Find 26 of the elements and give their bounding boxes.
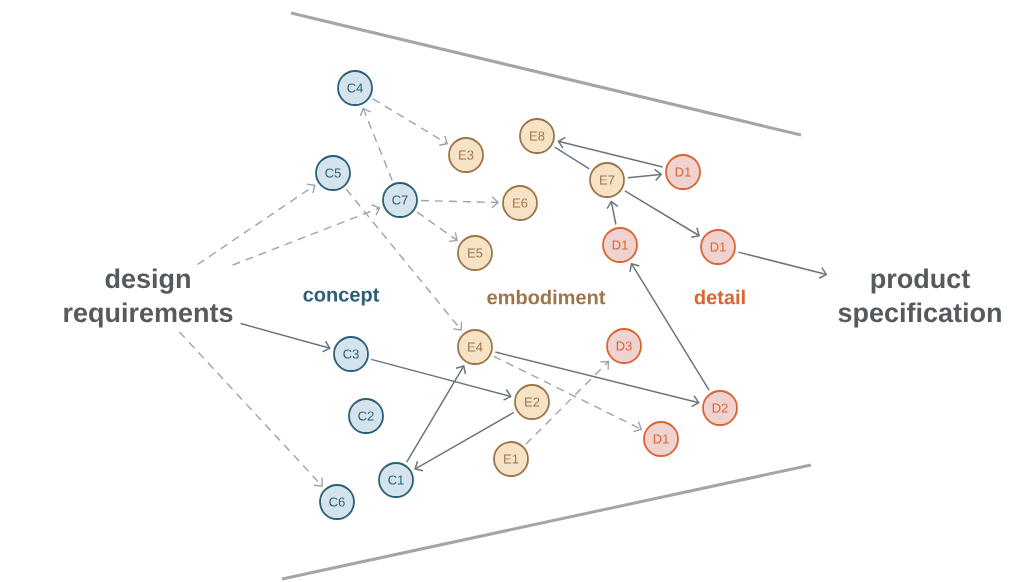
arrow (557, 136, 664, 168)
arrow (405, 364, 467, 463)
arrow (239, 322, 331, 353)
arrow (624, 190, 701, 238)
arrow (525, 360, 610, 445)
arrow (493, 355, 643, 433)
arrow (420, 196, 500, 209)
arrow (196, 183, 316, 266)
arrow (370, 358, 512, 401)
phase-label: embodiment (487, 289, 606, 305)
heading-text: design requirements (64, 268, 233, 328)
arrow (414, 411, 515, 472)
arrow (627, 168, 663, 182)
phase-label: detail (694, 289, 745, 305)
arrow (372, 98, 449, 146)
heading-text: product specification (838, 268, 1001, 328)
phase-label: concept (303, 288, 380, 306)
arrow (231, 204, 381, 266)
arrow (359, 107, 393, 182)
arrow (606, 200, 619, 226)
arrow (629, 262, 710, 391)
arrow (178, 331, 323, 487)
arrow (416, 211, 458, 243)
arrow (737, 251, 828, 279)
arrow (345, 188, 463, 331)
arrow (494, 351, 700, 408)
